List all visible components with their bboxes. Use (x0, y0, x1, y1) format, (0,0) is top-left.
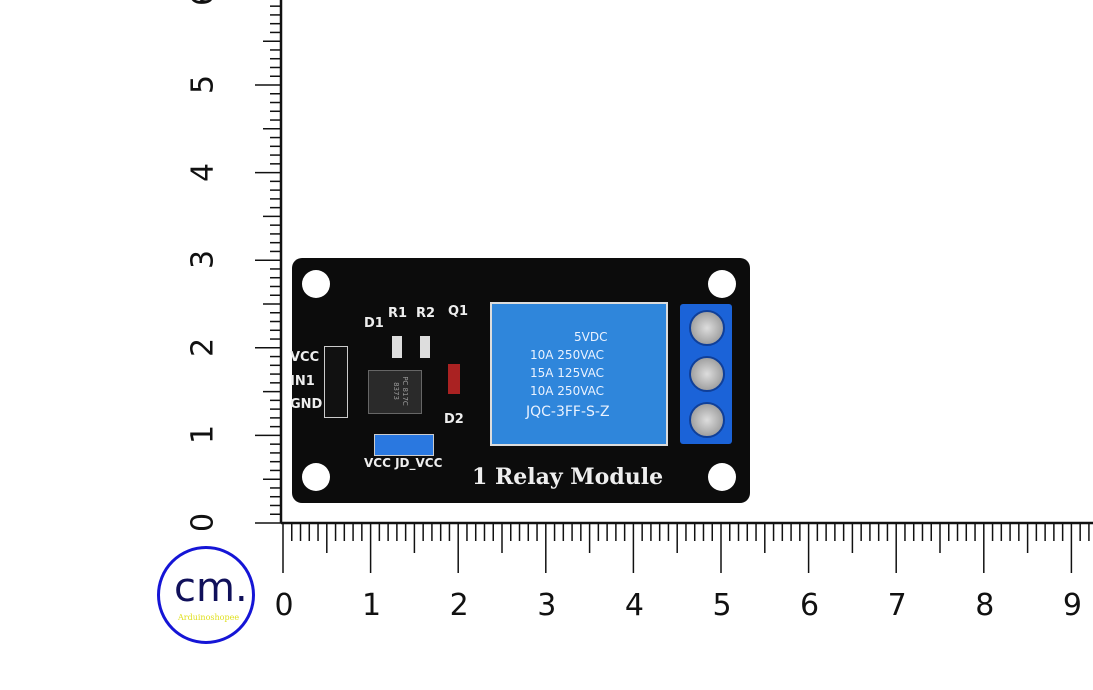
ruler-label: 8 (975, 588, 995, 623)
ruler-label: 1 (185, 425, 221, 445)
pin-header (324, 346, 348, 418)
ruler-label: 0 (274, 588, 294, 623)
ruler-label: 6 (800, 588, 820, 623)
relay-text: 10A 250VAC (530, 384, 605, 398)
label-d2: D2 (444, 412, 464, 427)
diode-d2 (448, 364, 460, 394)
logo-subtext: Arduinoshopee (178, 613, 240, 622)
jumper (374, 434, 434, 456)
logo: cm. Arduinoshopee (157, 546, 255, 644)
ruler-label: 4 (185, 162, 221, 182)
ruler-label: 2 (185, 337, 221, 357)
ruler-label: 3 (185, 250, 221, 270)
label-r2: R2 (416, 306, 436, 321)
label-q1: Q1 (448, 304, 469, 319)
relay-text: 10A 250VAC (530, 348, 605, 362)
ruler-label: 2 (449, 588, 469, 623)
mount-hole (302, 270, 330, 298)
resistor-r1 (392, 336, 402, 358)
mount-hole (708, 270, 736, 298)
pin-label-in1: IN1 (290, 374, 315, 389)
ruler-label: 4 (624, 588, 644, 623)
screw (689, 356, 725, 392)
jumper-label: VCC JD_VCC (364, 456, 443, 470)
screw (689, 402, 725, 438)
ruler-label: 7 (887, 588, 907, 623)
screw (689, 310, 725, 346)
pin-label-gnd: GND (290, 397, 323, 412)
logo-text: cm. (174, 565, 248, 611)
relay-text: 5VDC (574, 330, 608, 344)
screw-terminal (680, 304, 732, 444)
ruler-label: 3 (537, 588, 557, 623)
pin-label-vcc: VCC (290, 350, 320, 365)
mount-hole (708, 463, 736, 491)
label-r1: R1 (388, 306, 408, 321)
optocoupler-marking: PC 817C 8373 (392, 376, 409, 406)
mount-hole (302, 463, 330, 491)
resistor-r2 (420, 336, 430, 358)
ruler-label: 5 (712, 588, 732, 623)
ruler-label: 5 (185, 74, 221, 95)
relay: 5VDC 10A 250VAC 15A 125VAC 10A 250VAC JQ… (490, 302, 668, 446)
relay-model: JQC-3FF-S-Z (526, 404, 610, 420)
ruler-label: 1 (362, 588, 382, 623)
ruler-label: 0 (185, 512, 221, 533)
relay-text: 15A 125VAC (530, 366, 605, 380)
relay-module-board: VCC IN1 GND D1 R1 R2 Q1 D2 PC 817C 8373 … (290, 258, 750, 503)
label-d1: D1 (364, 316, 384, 331)
optocoupler: PC 817C 8373 (368, 370, 422, 414)
ruler-label: 9 (1062, 588, 1082, 623)
board-title: 1 Relay Module (472, 464, 664, 490)
ruler-label: 6 (186, 0, 221, 12)
